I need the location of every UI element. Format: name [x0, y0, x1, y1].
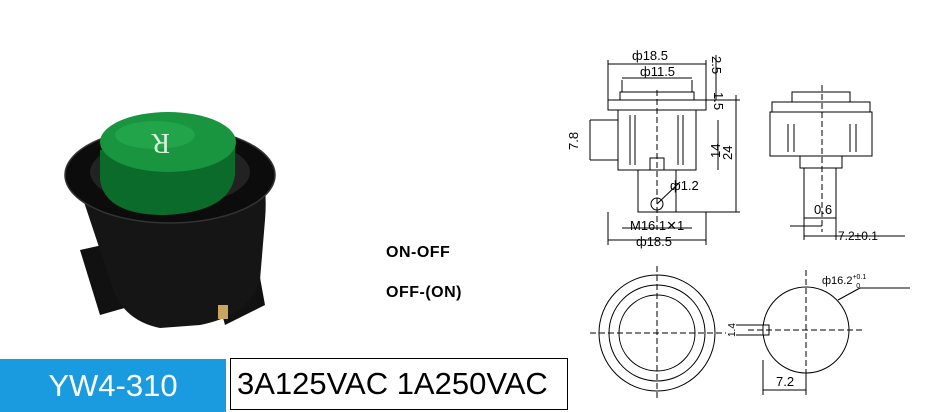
technical-drawing: ф18.5 ф11.5 2.5 1.5 7.8 14 24 ф1.2 M16.1…	[566, 48, 910, 400]
dim-top-inner: ф11.5	[640, 64, 675, 79]
dim-thread: M16.1✕1	[630, 218, 684, 233]
rating-box: 3A125VAC 1A250VAC	[230, 358, 568, 410]
dim-total-height: 24	[720, 146, 735, 160]
dim-top-outer: ф18.5	[632, 48, 668, 63]
dim-cap-height: 2.5	[709, 56, 724, 74]
product-photo: R	[64, 112, 276, 328]
dim-key-width: 7.2	[776, 374, 794, 389]
mode-on-off: ON-OFF	[386, 244, 451, 261]
dim-bottom: ф18.5	[636, 234, 672, 249]
terminal-pin	[218, 305, 228, 319]
mode-off-on: OFF-(ON)	[386, 284, 462, 301]
dim-side-height: 7.8	[566, 132, 581, 150]
dim-pin: ф1.2	[670, 178, 699, 193]
side-view	[769, 85, 905, 240]
dim-terminal-width: 7.2±0.1	[838, 229, 878, 243]
front-view	[589, 55, 740, 245]
dim-flange-height: 1.5	[711, 92, 726, 110]
panel-cutout	[736, 270, 910, 395]
mode-labels: ON-OFF OFF-(ON)	[386, 244, 462, 324]
cap-letter: R	[151, 127, 170, 158]
model-badge: YW4-310	[0, 359, 226, 412]
dim-key: 1.4	[727, 323, 738, 337]
bottom-view	[590, 266, 726, 400]
dim-body-height: 14	[708, 144, 723, 158]
dim-terminal-thickness: 0.6	[814, 202, 832, 217]
